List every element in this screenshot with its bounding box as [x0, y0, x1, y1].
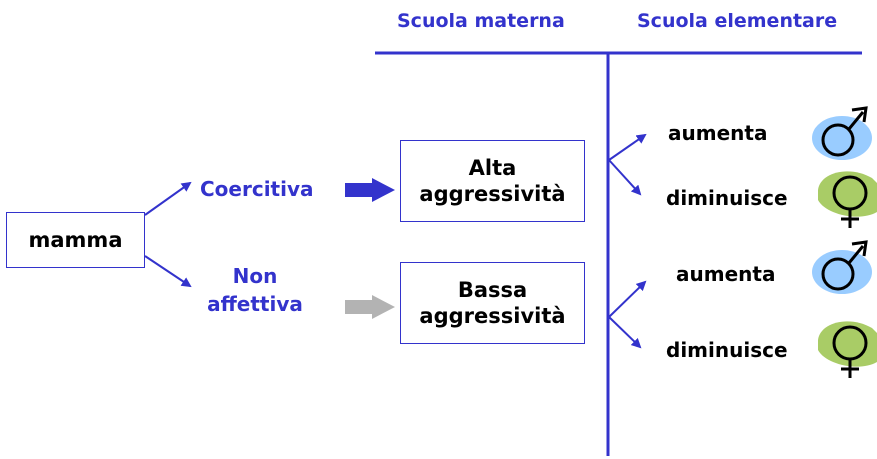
- bassa-aggressivita-box: Bassa aggressività: [400, 262, 585, 344]
- mamma-box: mamma: [6, 212, 145, 268]
- arrow-top-down: [608, 159, 642, 196]
- alta-aggressivita-box: Alta aggressività: [400, 140, 585, 222]
- male-symbol-icon: [812, 106, 872, 160]
- non-affettiva-label: Non affettiva: [207, 264, 303, 316]
- male-symbol-icon: [812, 240, 872, 294]
- outcome-diminuisce-bottom: diminuisce: [666, 338, 788, 362]
- block-arrow-coercitiva: [345, 178, 395, 202]
- alta-label: Alta: [468, 156, 517, 180]
- female-symbol-icon: [818, 171, 877, 228]
- mamma-label: mamma: [28, 228, 123, 252]
- arrow-to-coercitiva: [144, 181, 192, 216]
- female-symbol-icon: [818, 321, 877, 378]
- arrow-top-up: [608, 133, 647, 161]
- bassa-label: Bassa: [457, 278, 528, 302]
- arrow-bottom-down: [608, 316, 642, 349]
- outcome-aumenta-top: aumenta: [668, 121, 768, 145]
- coercitiva-label: Coercitiva: [200, 177, 314, 201]
- alta-aggressivita-label: aggressività: [419, 182, 566, 206]
- block-arrow-non-affettiva: [345, 295, 395, 319]
- header-scuola-materna: Scuola materna: [397, 10, 565, 32]
- arrow-bottom-up: [608, 280, 647, 318]
- header-scuola-elementare: Scuola elementare: [637, 10, 838, 32]
- outcome-diminuisce-top: diminuisce: [666, 186, 788, 210]
- outcome-aumenta-bottom: aumenta: [676, 262, 776, 286]
- bassa-aggressivita-label: aggressività: [419, 304, 566, 328]
- arrow-to-non-affettiva: [144, 255, 192, 288]
